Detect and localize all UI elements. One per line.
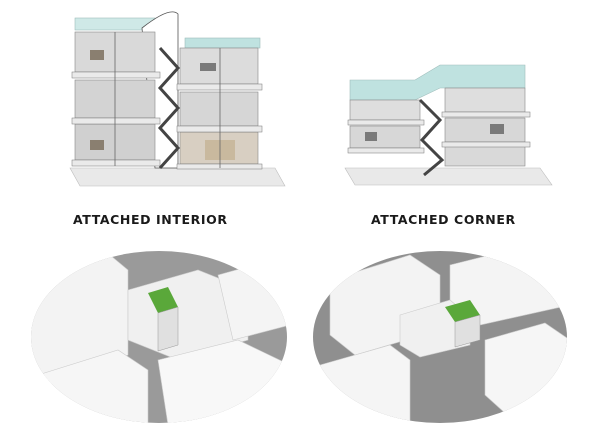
attached-corner-section xyxy=(340,50,555,200)
highlighted-building xyxy=(454,314,481,348)
label-attached-interior: ATTACHED INTERIOR xyxy=(73,212,228,227)
floor-2-right xyxy=(444,117,526,143)
corner-section-drawing xyxy=(344,64,553,186)
slab xyxy=(441,111,531,118)
furniture xyxy=(90,140,104,150)
floor-2-left xyxy=(349,125,421,149)
furniture xyxy=(490,124,504,134)
slab xyxy=(176,163,263,170)
furniture xyxy=(90,50,104,60)
corner-site-massing xyxy=(310,245,570,425)
ground-slab xyxy=(344,167,553,186)
floor-1-right xyxy=(444,145,526,167)
green-roof xyxy=(148,287,178,313)
slab xyxy=(71,117,161,125)
corner-massing-drawing xyxy=(313,251,567,423)
interior-section-drawing xyxy=(69,11,286,187)
label-attached-corner: ATTACHED CORNER xyxy=(371,212,516,227)
slab xyxy=(176,125,263,133)
slab xyxy=(347,119,425,126)
floor-3-right xyxy=(179,91,259,127)
interior-site-massing xyxy=(28,245,290,425)
green-roof xyxy=(445,300,480,322)
ground-slab xyxy=(69,167,286,187)
massing-block xyxy=(484,322,567,414)
slab xyxy=(441,141,531,148)
furniture xyxy=(200,63,216,71)
attached-interior-section xyxy=(60,8,290,200)
highlighted-building xyxy=(157,306,179,352)
stair-flight xyxy=(157,46,181,170)
slab xyxy=(176,83,263,91)
roof-glass-right xyxy=(184,37,261,49)
floor-4-right xyxy=(179,47,259,85)
furniture xyxy=(365,132,377,141)
interior-massing-drawing xyxy=(31,251,287,423)
stair-flight xyxy=(418,98,445,177)
slab xyxy=(347,147,425,154)
slab xyxy=(71,71,161,79)
floor-3-right xyxy=(444,87,526,113)
slab xyxy=(71,159,161,167)
floor-3-left xyxy=(349,99,421,121)
